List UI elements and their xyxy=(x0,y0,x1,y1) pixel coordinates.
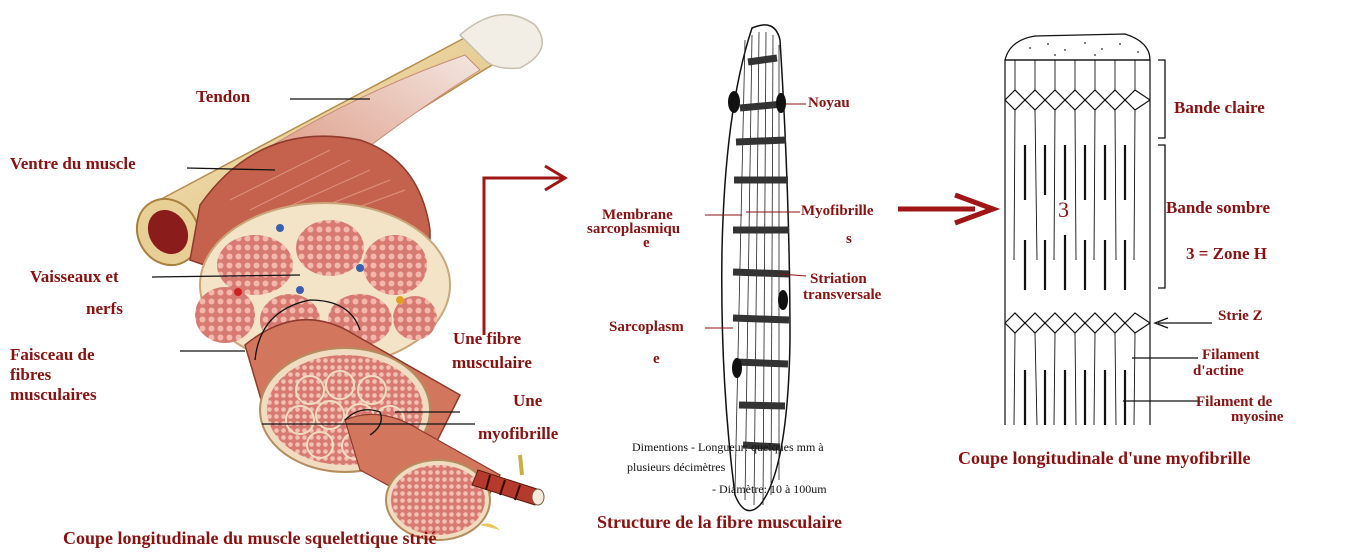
myofibril-section xyxy=(1005,34,1150,425)
label-zone-number: 3 xyxy=(1058,198,1069,221)
caption-left: Coupe longitudinale du muscle squelettiq… xyxy=(63,528,437,549)
label-tendon: Tendon xyxy=(196,88,250,106)
arrow-left-to-middle xyxy=(484,166,565,335)
label-transversale: transversale xyxy=(803,288,881,304)
arrow-middle-to-right xyxy=(898,195,993,223)
label-strie-z: Strie Z xyxy=(1218,309,1263,325)
fiber-drawing xyxy=(722,25,790,511)
label-nerfs: nerfs xyxy=(86,300,123,318)
label-actine: d'actine xyxy=(1193,364,1244,380)
label-myofibrille: myofibrille xyxy=(478,425,558,443)
label-myosine: myosine xyxy=(1231,410,1284,426)
label-ventre-du-muscle: Ventre du muscle xyxy=(10,155,136,173)
label-membrane-e: e xyxy=(643,236,650,252)
label-noyau: Noyau xyxy=(808,96,850,112)
label-faisceau-line2: fibres xyxy=(10,366,51,384)
dimensions-line1: Dimentions - Longueur: quelques mm à xyxy=(632,440,824,455)
label-striation: Striation xyxy=(810,272,867,288)
label-une-fibre: Une fibre xyxy=(453,330,521,348)
label-bande-sombre: Bande sombre xyxy=(1166,199,1270,217)
label-musculaire: musculaire xyxy=(452,354,532,372)
label-sarcoplasme: Sarcoplasm xyxy=(609,320,684,336)
label-bande-claire: Bande claire xyxy=(1174,99,1265,117)
label-zone-h: 3 = Zone H xyxy=(1186,245,1267,263)
caption-right: Coupe longitudinale d'une myofibrille xyxy=(958,448,1251,469)
label-filament-actine: Filament xyxy=(1202,348,1260,364)
label-myofibrilles-s: s xyxy=(846,232,852,248)
label-myofibrilles: Myofibrille xyxy=(801,204,873,220)
label-faisceau-line1: Faisceau de xyxy=(10,346,95,364)
dimensions-line3: - Diamètre: 10 à 100um xyxy=(712,482,827,497)
label-une: Une xyxy=(513,392,542,410)
nucleus xyxy=(728,91,740,113)
caption-middle: Structure de la fibre musculaire xyxy=(597,512,842,533)
label-sarcoplasme-e: e xyxy=(653,352,660,368)
label-vaisseaux: Vaisseaux et xyxy=(30,268,119,286)
dimensions-line2: plusieurs décimètres xyxy=(627,460,725,475)
label-faisceau-line3: musculaires xyxy=(10,386,97,404)
label-sarcoplasmiqu: sarcoplasmiqu xyxy=(587,222,680,238)
